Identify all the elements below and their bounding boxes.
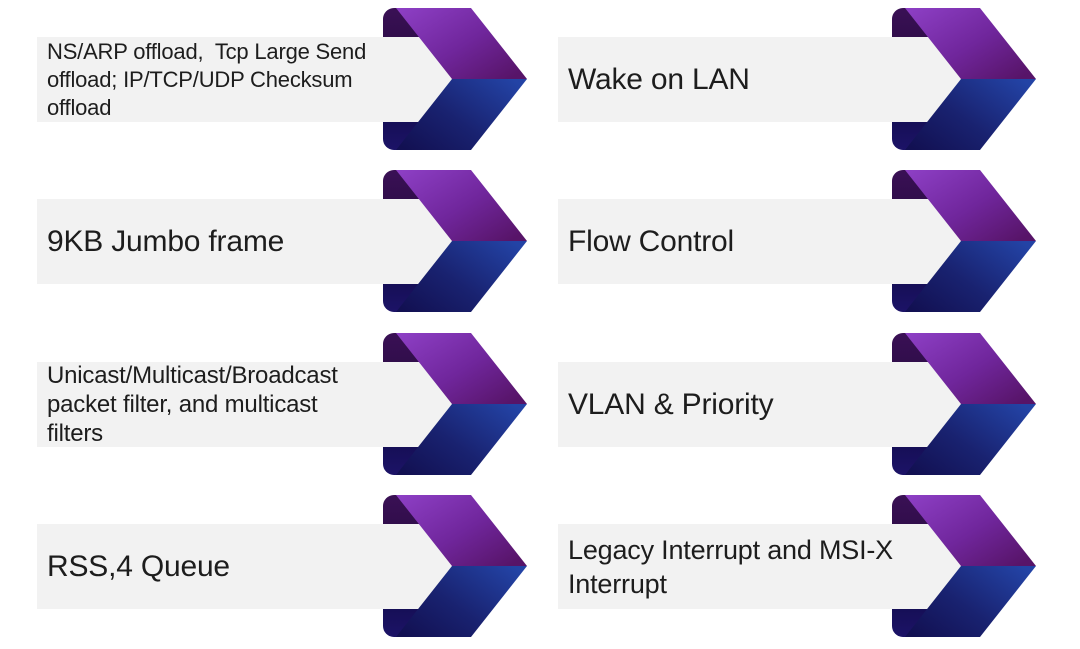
feature-item: Legacy Interrupt and MSI-X Interrupt: [558, 495, 1036, 637]
feature-label: VLAN & Priority: [568, 387, 774, 421]
feature-label: Unicast/Multicast/Broadcast packet filte…: [47, 362, 338, 447]
arrow-chevron: [905, 495, 1036, 637]
feature-label: Legacy Interrupt and MSI-X Interrupt: [568, 534, 893, 599]
feature-label-bar: Flow Control: [558, 199, 965, 284]
chevron-arrow-icon: [381, 8, 527, 150]
feature-label-bar: Wake on LAN: [558, 37, 965, 122]
arrow-chevron: [396, 170, 527, 312]
feature-item: VLAN & Priority: [558, 333, 1036, 475]
arrow-chevron: [396, 333, 527, 475]
chevron-arrow-icon: [890, 8, 1036, 150]
arrow-chevron: [396, 495, 527, 637]
feature-label-bar: Unicast/Multicast/Broadcast packet filte…: [37, 362, 456, 447]
feature-label-bar: VLAN & Priority: [558, 362, 965, 447]
chevron-arrow-icon: [890, 170, 1036, 312]
feature-label: Flow Control: [568, 224, 734, 258]
feature-label-bar: 9KB Jumbo frame: [37, 199, 456, 284]
chevron-arrow-icon: [381, 495, 527, 637]
feature-item: Wake on LAN: [558, 8, 1036, 150]
feature-item: 9KB Jumbo frame: [37, 170, 527, 312]
feature-item: Flow Control: [558, 170, 1036, 312]
feature-item: Unicast/Multicast/Broadcast packet filte…: [37, 333, 527, 475]
feature-label: 9KB Jumbo frame: [47, 224, 285, 258]
feature-label-bar: Legacy Interrupt and MSI-X Interrupt: [558, 524, 965, 609]
feature-label: Wake on LAN: [568, 62, 750, 96]
arrow-chevron: [396, 8, 527, 150]
arrow-chevron: [905, 8, 1036, 150]
chevron-arrow-icon: [381, 333, 527, 475]
feature-label: RSS,4 Queue: [47, 549, 230, 583]
feature-label-bar: RSS,4 Queue: [37, 524, 456, 609]
chevron-arrow-icon: [381, 170, 527, 312]
chevron-arrow-icon: [890, 495, 1036, 637]
chevron-arrow-icon: [890, 333, 1036, 475]
arrow-chevron: [905, 170, 1036, 312]
feature-label: NS/ARP offload, Tcp Large Send offload; …: [47, 38, 367, 120]
feature-label-bar: NS/ARP offload, Tcp Large Send offload; …: [37, 37, 456, 122]
arrow-chevron: [905, 333, 1036, 475]
feature-item: NS/ARP offload, Tcp Large Send offload; …: [37, 8, 527, 150]
feature-item: RSS,4 Queue: [37, 495, 527, 637]
